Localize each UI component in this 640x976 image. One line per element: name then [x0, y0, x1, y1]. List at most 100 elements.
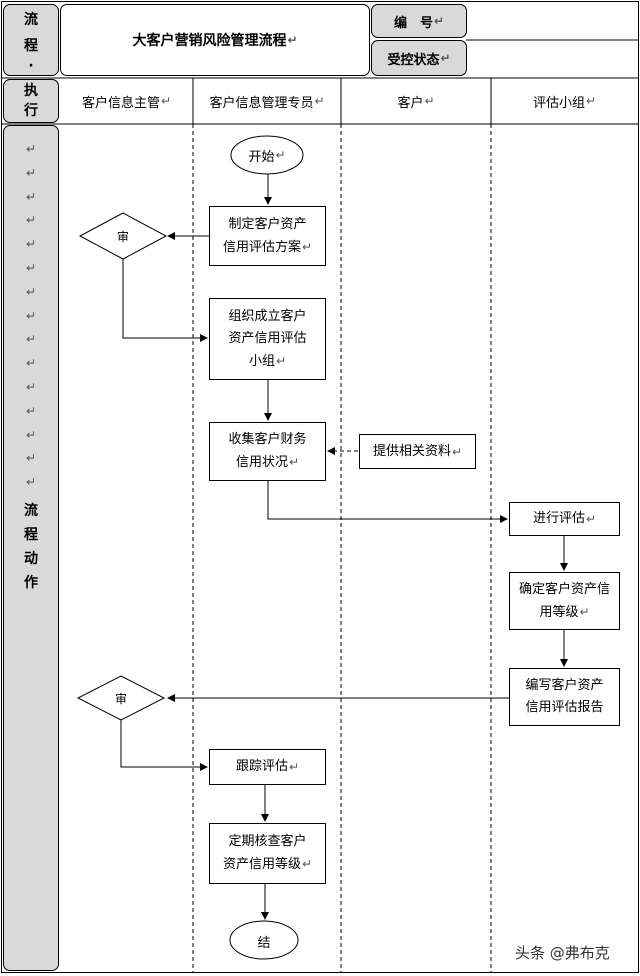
exec-label: 执 行	[3, 79, 59, 123]
lane-header-customer: 客户↵	[341, 79, 491, 123]
action-char-4: 作	[24, 574, 38, 591]
status-label-cell: 受控状态↵	[371, 40, 467, 76]
report-line-2: 信用评估报告	[525, 700, 604, 715]
return-mark: ↵	[433, 14, 445, 28]
return-mark: ↵	[275, 353, 287, 368]
return-mark: ↵	[288, 455, 300, 469]
report-line-1: 编写客户资产	[525, 678, 604, 693]
side-mark: ↵	[25, 403, 37, 418]
side-mark: ↵	[25, 284, 37, 299]
lane-label: 客户信息管理专员	[209, 95, 314, 111]
exec-char-1: 执	[24, 83, 38, 99]
review2-node[interactable]: 审	[103, 688, 139, 708]
provide-label: 提供相关资料	[372, 443, 451, 459]
review1-label: 审	[116, 229, 129, 244]
side-mark: ↵	[25, 451, 37, 466]
recheck-node[interactable]: 定期核查客户 资产信用等级↵	[209, 823, 326, 884]
collect-node[interactable]: 收集客户财务 信用状况↵	[209, 422, 326, 481]
evaluate-node[interactable]: 进行评估↵	[509, 502, 620, 536]
provide-node[interactable]: 提供相关资料↵	[359, 434, 476, 469]
action-char-3: 动	[24, 550, 38, 567]
return-mark: ↵	[160, 94, 172, 108]
header-process-char-2: 程	[24, 38, 38, 54]
edge-collect-evaluate	[267, 481, 508, 523]
process-action-column: ↵ ↵ ↵ ↵ ↵ ↵ ↵ ↵ ↵ ↵ ↵ ↵ ↵ ↵ ↵ 流 程 动 作	[3, 125, 59, 971]
lane-header-info-specialist: 客户信息管理专员↵	[193, 79, 341, 123]
review1-diamond	[78, 212, 168, 260]
return-mark: ↵	[287, 33, 298, 47]
return-mark: ↵	[275, 148, 286, 162]
determine-line-1: 确定客户资产信	[518, 581, 610, 597]
plan-line-2: 信用评估方案	[222, 239, 301, 255]
lane-label: 客户信息主管	[81, 95, 160, 111]
status-value-field[interactable]	[468, 41, 636, 76]
recheck-line-2: 资产信用等级	[222, 857, 301, 872]
team-node[interactable]: 组织成立客户 资产信用评估 小组↵	[209, 298, 326, 380]
collect-line-1: 收集客户财务	[228, 432, 307, 447]
start-ellipse	[230, 135, 304, 175]
collect-line-2: 信用状况	[235, 455, 288, 470]
report-node[interactable]: 编写客户资产 信用评估报告	[509, 668, 620, 726]
determine-node[interactable]: 确定客户资产信 用等级↵	[509, 572, 620, 630]
return-mark: ↵	[301, 239, 313, 254]
side-mark: ↵	[25, 213, 37, 228]
watermark: 头条 @弗布克	[515, 944, 610, 962]
side-mark: ↵	[25, 142, 37, 156]
end-label: 结	[257, 935, 271, 951]
side-mark: ↵	[25, 332, 37, 347]
review2-label: 审	[114, 691, 127, 706]
end-ellipse	[229, 920, 299, 960]
return-mark: ↵	[585, 94, 597, 108]
number-value-field[interactable]	[468, 4, 636, 39]
return-mark: ↵	[301, 857, 313, 871]
side-marks: ↵ ↵ ↵ ↵ ↵ ↵ ↵ ↵ ↵ ↵ ↵ ↵ ↵ ↵ ↵	[4, 126, 58, 495]
page-title: 大客户营销风险管理流程	[132, 33, 287, 49]
action-char-1: 流	[24, 502, 38, 519]
status-label: 受控状态	[387, 52, 440, 68]
lane-header-info-supervisor: 客户信息主管↵	[60, 79, 193, 123]
number-label-cell: 编 号↵	[371, 4, 467, 38]
plan-line-1: 制定客户资产	[228, 216, 307, 232]
team-line-2: 资产信用评估	[228, 330, 307, 346]
header-title-cell: 大客户营销风险管理流程↵	[60, 4, 370, 76]
side-mark: ↵	[25, 379, 37, 394]
process-action-label: 流 程 动 作	[4, 499, 58, 595]
review2-diamond	[76, 675, 166, 721]
track-node[interactable]: 跟踪评估↵	[209, 749, 326, 785]
side-mark: ↵	[25, 427, 37, 442]
edge-review2-track	[120, 720, 208, 771]
return-mark: ↵	[424, 94, 435, 108]
return-mark: ↵	[440, 51, 451, 65]
header-process-char-1: 流	[24, 12, 38, 28]
action-char-2: 程	[24, 526, 38, 543]
return-mark: ↵	[314, 94, 325, 108]
start-node[interactable]: 开始↵	[231, 144, 303, 166]
lane-label: 客户	[397, 95, 424, 111]
plan-node[interactable]: 制定客户资产 信用评估方案↵	[209, 206, 326, 266]
return-mark: ↵	[451, 444, 463, 459]
side-mark: ↵	[25, 308, 37, 323]
exec-char-2: 行	[24, 103, 38, 119]
side-mark: ↵	[25, 165, 37, 180]
side-mark: ↵	[25, 475, 37, 490]
team-line-3: 小组	[248, 353, 275, 369]
side-mark: ↵	[25, 237, 37, 252]
header-process-char-3: ·	[28, 58, 34, 74]
return-mark: ↵	[585, 512, 597, 526]
determine-line-2: 用等级	[539, 604, 579, 620]
start-label: 开始	[248, 149, 275, 165]
edge-review1-team	[122, 258, 208, 342]
return-mark: ↵	[579, 604, 590, 619]
header-process-label: 流 程 ·	[3, 4, 59, 76]
side-mark: ↵	[25, 356, 37, 371]
end-node[interactable]: 结	[238, 930, 290, 952]
recheck-line-1: 定期核查客户	[228, 834, 307, 849]
side-mark: ↵	[25, 189, 37, 204]
lane-label: 评估小组	[532, 95, 585, 111]
team-line-1: 组织成立客户	[228, 308, 307, 324]
review1-node[interactable]: 审	[105, 226, 141, 246]
lane-header-eval-team: 评估小组↵	[491, 79, 638, 123]
side-mark: ↵	[25, 260, 37, 275]
